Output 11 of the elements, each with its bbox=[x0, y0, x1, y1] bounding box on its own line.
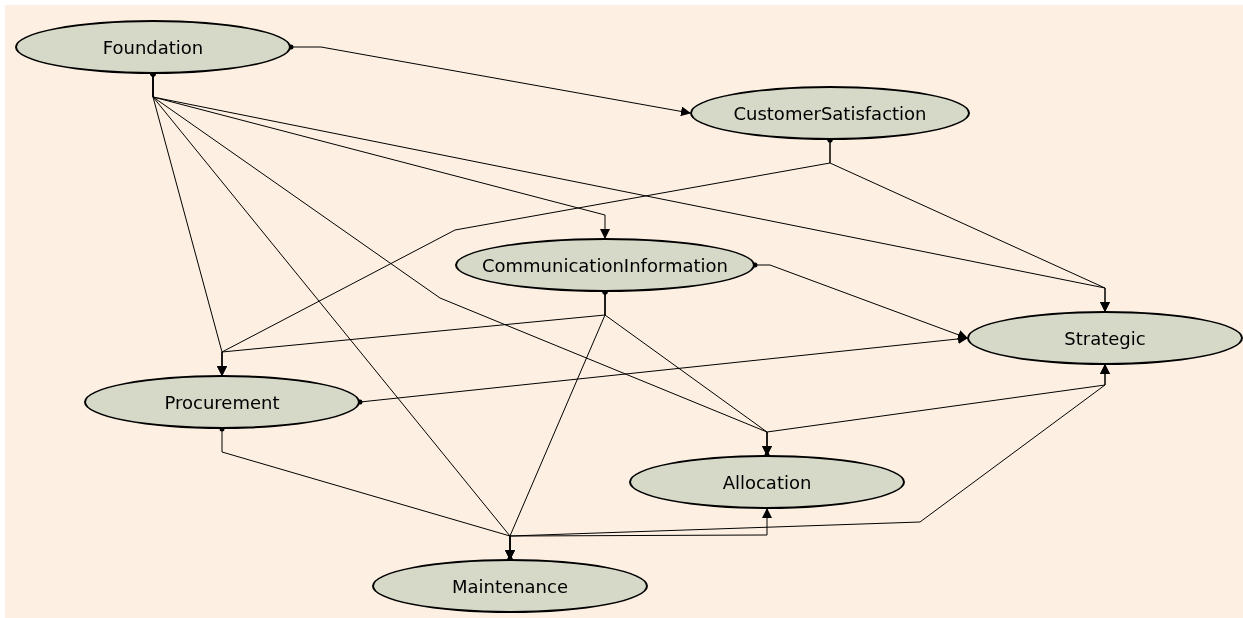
node-label: Maintenance bbox=[452, 574, 568, 599]
node-label: Foundation bbox=[102, 35, 204, 60]
node-label: CommunicationInformation bbox=[481, 253, 729, 278]
arrow bbox=[602, 289, 772, 456]
arrow bbox=[764, 364, 1110, 458]
arrow bbox=[219, 426, 515, 560]
node-label: Allocation bbox=[722, 470, 812, 495]
node-label: Procurement bbox=[164, 390, 280, 415]
arrow bbox=[827, 137, 1110, 312]
node-label: Strategic bbox=[1064, 326, 1146, 351]
node-label: CustomerSatisfaction bbox=[733, 101, 927, 126]
